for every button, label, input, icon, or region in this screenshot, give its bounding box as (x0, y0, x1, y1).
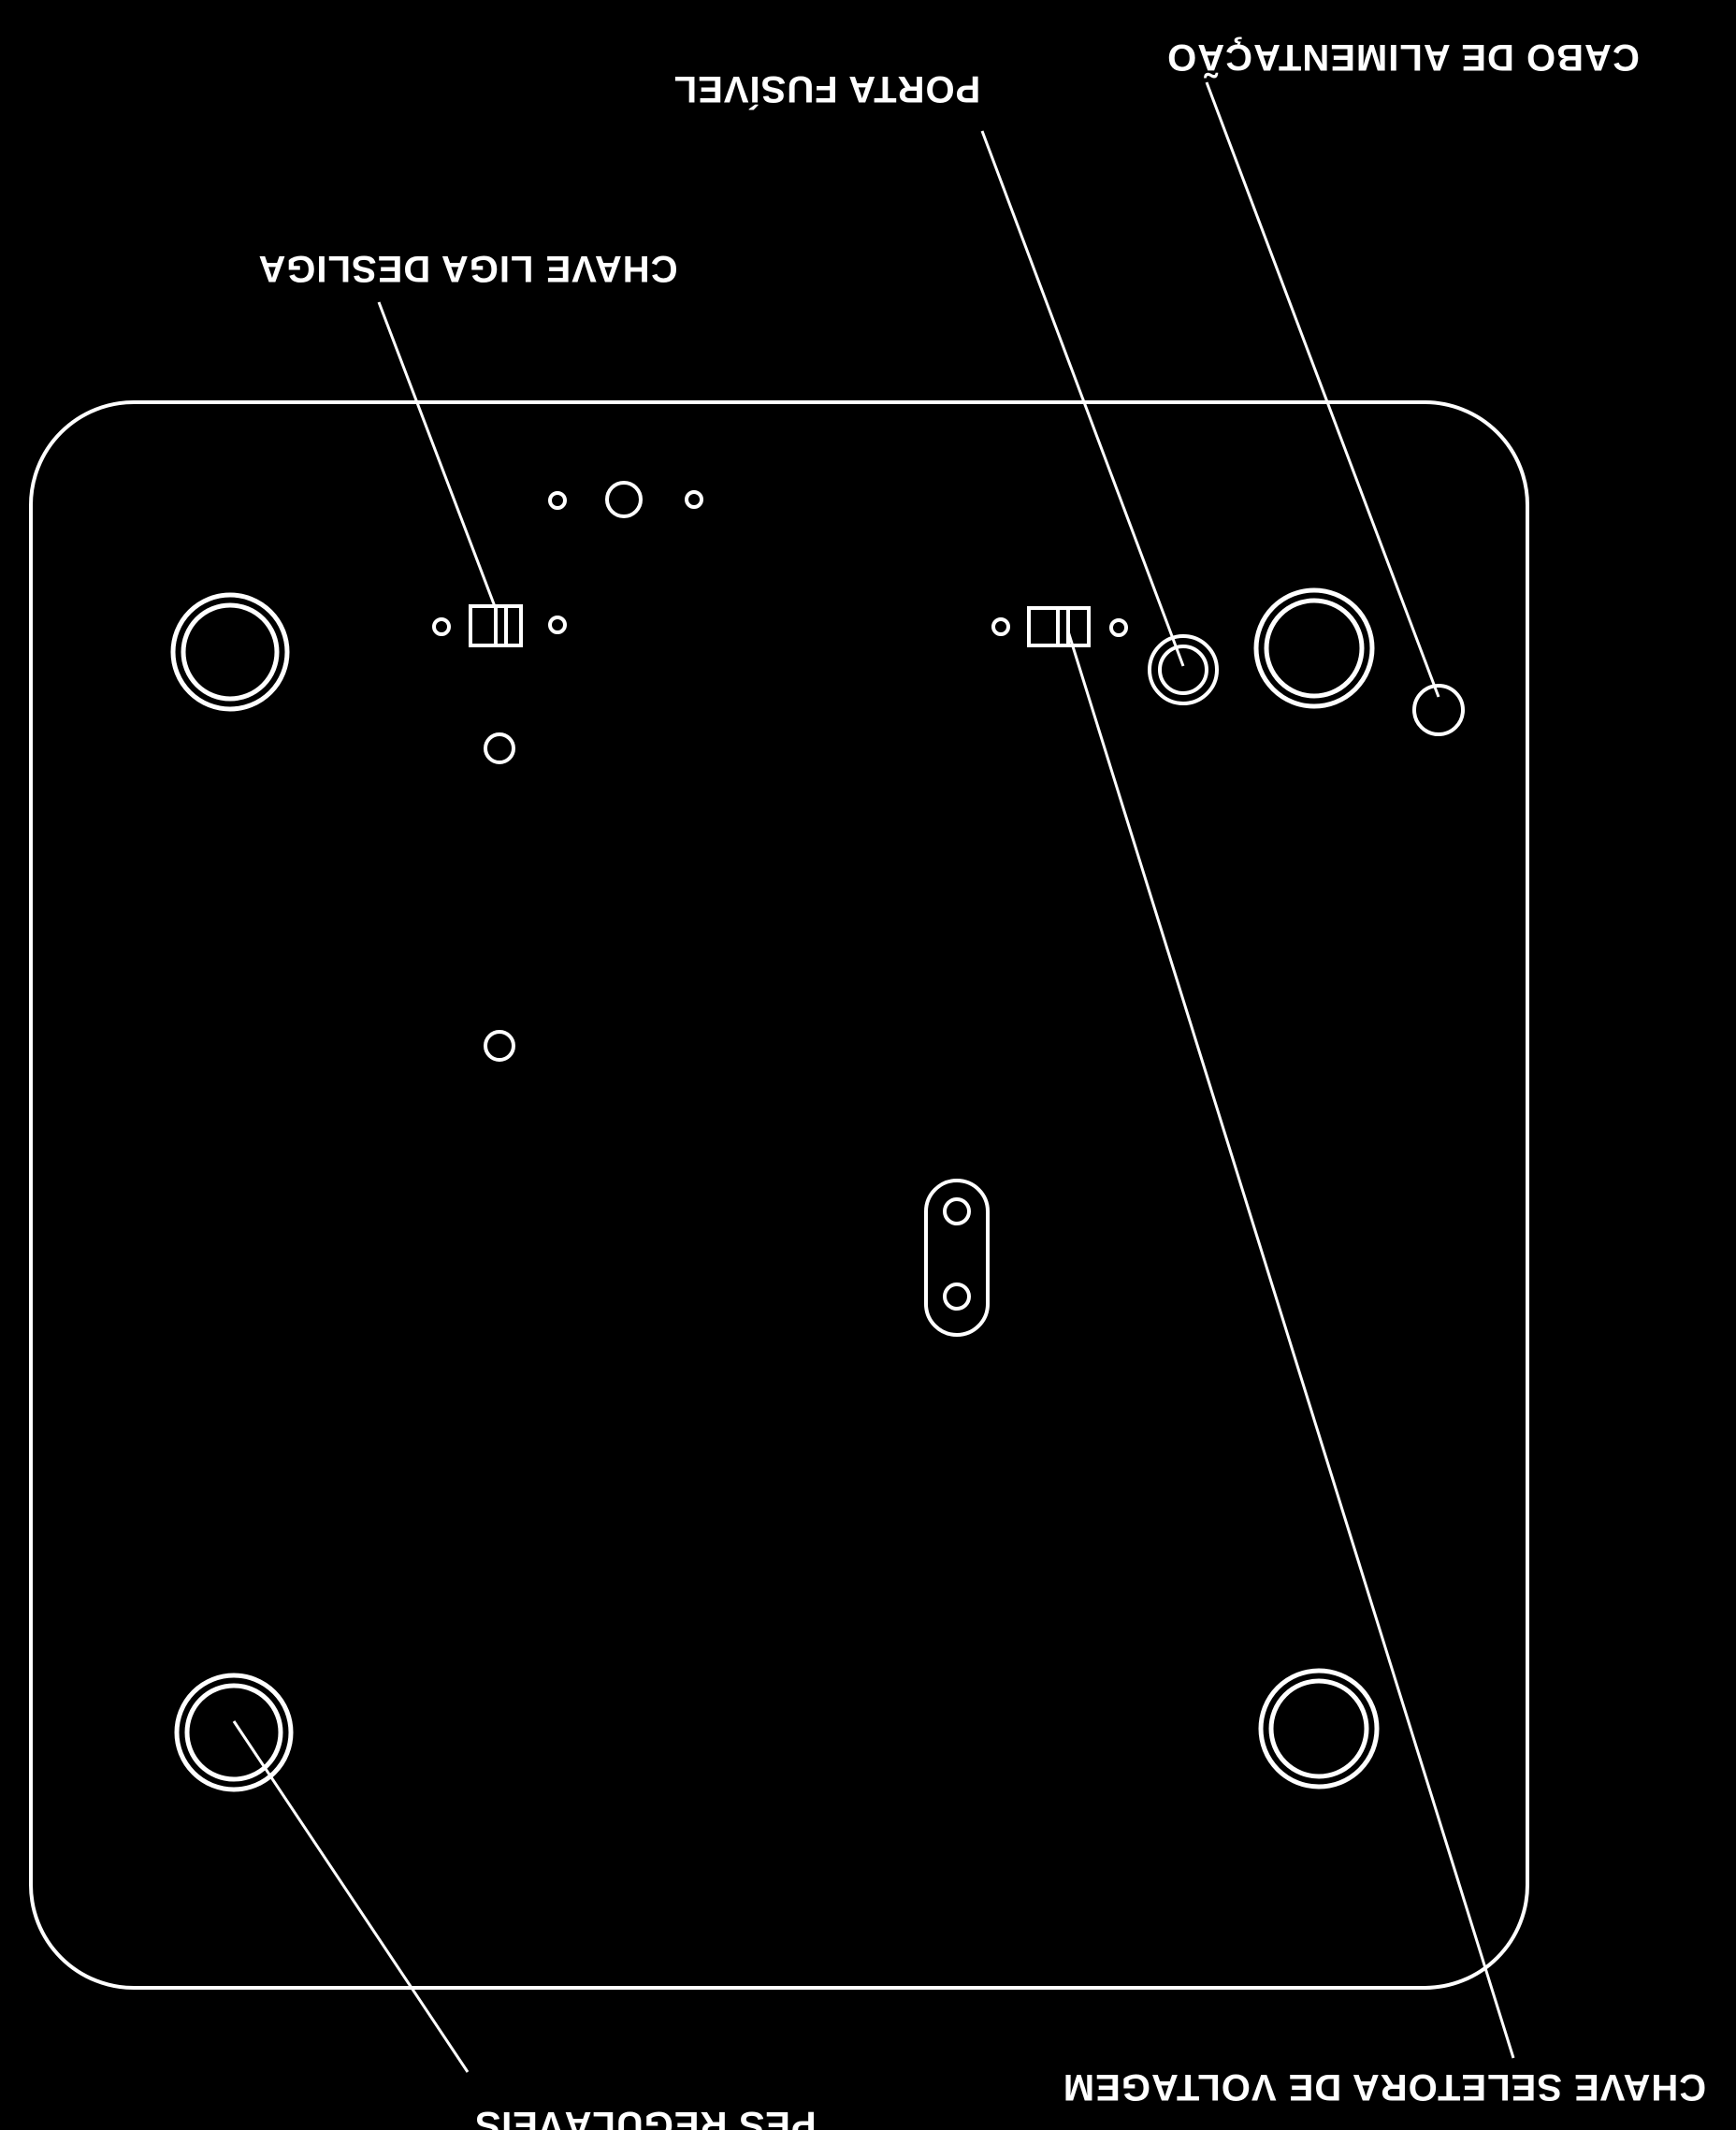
label-power-cable: CABO DE ALIMENTAÇÃO (1166, 36, 1640, 80)
leader-adjustable-feet (232, 1720, 470, 2073)
foot-top-right (1253, 587, 1375, 709)
foot-top-left (170, 592, 290, 712)
voltage-selector-switch (991, 606, 1128, 647)
leader-fuse-holder (980, 130, 1185, 667)
on-off-switch (432, 604, 567, 647)
label-on-off-switch: CHAVE LIGA DESLIGA (257, 248, 677, 289)
hole-left-upper (484, 732, 515, 764)
base-plate-outline (29, 400, 1529, 1990)
fuse-holder (1148, 634, 1219, 705)
label-voltage-selector: CHAVE SELETORA DE VOLTAGEM (1063, 2066, 1706, 2108)
foot-bottom-left (174, 1673, 294, 1792)
foot-bottom-right (1258, 1668, 1380, 1789)
center-slot (924, 1179, 990, 1337)
label-adjustable-feet: PÉS REGULÁVEIS (474, 2104, 816, 2130)
power-cable-exit (1412, 684, 1465, 736)
hole-left-lower (484, 1030, 515, 1062)
top-hole-group (548, 481, 703, 518)
leader-power-cable (1205, 81, 1440, 698)
leader-voltage-selector (1066, 630, 1515, 2059)
label-fuse-holder: PORTA FUSÍVEL (673, 68, 981, 110)
leader-on-off-switch (377, 301, 498, 610)
